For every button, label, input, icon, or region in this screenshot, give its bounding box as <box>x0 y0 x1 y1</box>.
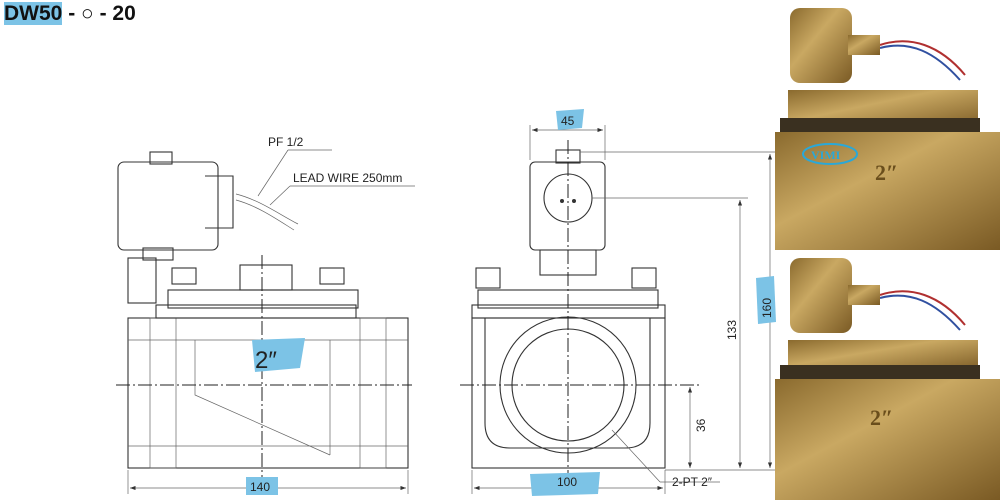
valve-photo-bottom: 2″ <box>775 258 1000 500</box>
model-code: DW50 - ○ - 20 <box>4 2 136 26</box>
height-dimension: 133 <box>725 320 739 340</box>
lead-wire-label: LEAD WIRE 250mm <box>293 171 402 185</box>
size-label: 2″ <box>255 347 277 374</box>
valve-photo-top: VIMI 2″ <box>775 8 1000 250</box>
width-dimension: 140 <box>250 480 270 494</box>
width-dimension: 100 <box>557 475 577 489</box>
thread-label: 2-PT 2″ <box>672 475 713 489</box>
vimi-logo: VIMI <box>811 148 841 162</box>
port-label: PF 1/2 <box>268 135 304 149</box>
model-suffix: 20 <box>112 2 136 25</box>
total-height-dimension: 160 <box>760 298 774 318</box>
separator: - <box>99 2 107 25</box>
option-circle: ○ <box>81 2 94 25</box>
model-name: DW50 <box>4 2 63 25</box>
center-height-dimension: 36 <box>694 418 708 432</box>
body-marking: 2″ <box>870 405 893 430</box>
front-view: 45 133 160 36 100 2-PT 2″ <box>460 109 778 496</box>
separator: - <box>68 2 76 25</box>
coil-width-dimension: 45 <box>561 114 575 128</box>
side-view: PF 1/2 LEAD WIRE 250mm 2″ 140 <box>116 135 415 495</box>
body-marking: 2″ <box>875 160 898 185</box>
